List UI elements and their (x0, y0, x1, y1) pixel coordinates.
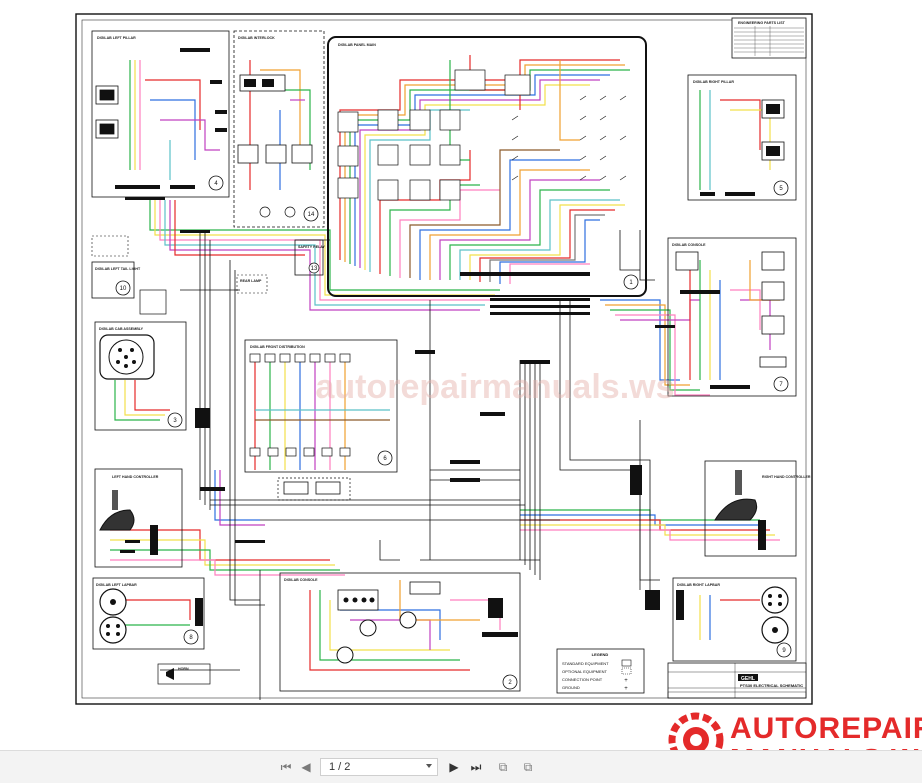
pdf-toolbar: ⏮ ◀ 1 / 2 ▶ ⏭ ⧉ ⧉ (0, 750, 922, 783)
panel-13-title: SAFETY RELAY (298, 245, 326, 249)
panel-6-number: 6 (383, 456, 387, 462)
parts-list-title: ENGINEERING PARTS LIST (738, 21, 786, 25)
right-controller-label: RIGHT HAND CONTROLLER (762, 475, 811, 479)
horn-label: HORN (178, 667, 189, 671)
title-block: GEHL PTS30 ELECTRICAL SCHEMATIC (667, 662, 807, 699)
fit-page-icon: ⧉ (523, 759, 533, 774)
panel-6-title: DIGILAB FRONT DISTRIBUTION (250, 345, 305, 349)
panel-7: DIGILAB CONSOLE 7 (667, 237, 797, 397)
rear-lamp-label: REAR LAMP (240, 279, 262, 283)
previous-page-icon: ◀ (301, 760, 311, 774)
panel-10-title: DIGILAB LEFT TAIL LIGHT (95, 267, 141, 271)
relay-box (139, 289, 167, 315)
panel-4-title: DIGILAB LEFT PILLAR (97, 36, 136, 40)
wire-bundles (110, 55, 780, 671)
fit-page-button[interactable]: ⧉ (520, 759, 536, 775)
schematic-sheet: ENGINEERING PARTS LIST (75, 13, 813, 705)
legend-item-connection: CONNECTION POINT (562, 677, 603, 682)
svg-text:+: + (624, 678, 628, 684)
panel-8: DIGILAB LEFT LAPBAR 8 (92, 577, 205, 650)
fuse-block (277, 477, 351, 501)
page-selector[interactable]: 1 / 2 (320, 758, 438, 776)
panel-10: DIGILAB LEFT TAIL LIGHT 10 (91, 235, 141, 299)
panel-5-number: 5 (779, 186, 783, 192)
legend: LEGEND STANDARD EQUIPMENT OPTIONAL EQUIP… (556, 648, 645, 694)
inner-frame (81, 19, 807, 699)
chevron-down-icon (426, 764, 432, 768)
panel-13: SAFETY RELAY 13 (294, 239, 326, 276)
panel-1: DIGILAB PANEL MAIN 1 (327, 36, 647, 315)
connector-strips (125, 197, 675, 618)
engineering-parts-list: ENGINEERING PARTS LIST (731, 17, 807, 59)
panel-7-title: DIGILAB CONSOLE (672, 243, 706, 247)
panel-9-title: DIGILAB RIGHT LAPBAR (677, 583, 720, 587)
panel-6: DIGILAB FRONT DISTRIBUTION 6 (244, 339, 398, 473)
watermark-line-1: AUTOREPAIR (730, 712, 922, 745)
fit-width-button[interactable]: ⧉ (495, 759, 511, 775)
panel-7-number: 7 (779, 382, 783, 388)
legend-item-optional: OPTIONAL EQUIPMENT (562, 669, 608, 674)
right-hand-controller: RIGHT HAND CONTROLLER (704, 460, 811, 557)
panel-3-title: DIGILAB CAB ASSEMBLY (99, 327, 144, 331)
next-page-button[interactable]: ▶ (446, 759, 462, 775)
svg-text:+: + (624, 686, 628, 692)
panel-13-number: 13 (311, 266, 318, 272)
legend-item-standard: STANDARD EQUIPMENT (562, 661, 609, 666)
panel-9-number: 9 (782, 648, 786, 654)
left-controller-label: LEFT HAND CONTROLLER (112, 475, 159, 479)
fit-width-icon: ⧉ (498, 759, 508, 774)
panel-5: DIGILAB RIGHT PILLAR 5 (687, 74, 797, 201)
first-page-icon: ⏮ (280, 759, 292, 774)
company-logo: GEHL (741, 676, 755, 682)
panel-14: DIGILAB INTERLOCK 14 (233, 30, 325, 228)
legend-item-ground: GROUND (562, 685, 580, 690)
panel-8-number: 8 (189, 635, 193, 641)
previous-page-button[interactable]: ◀ (298, 759, 314, 775)
panel-4-number: 4 (214, 181, 218, 187)
panel-2-number: 2 (508, 680, 512, 686)
horn: HORN (157, 663, 211, 685)
panel-9: DIGILAB RIGHT LAPBAR 9 (672, 577, 797, 662)
panel-10-number: 10 (120, 286, 127, 292)
page-indicator: 1 / 2 (329, 761, 351, 773)
last-page-icon: ⏭ (470, 759, 482, 774)
panel-1-number: 1 (629, 280, 633, 286)
left-hand-controller: LEFT HAND CONTROLLER (94, 468, 183, 568)
last-page-button[interactable]: ⏭ (468, 759, 484, 775)
center-watermark: autorepairmanuals.ws (315, 368, 674, 406)
panel-5-title: DIGILAB RIGHT PILLAR (693, 80, 734, 84)
drawing-title: PTS30 ELECTRICAL SCHEMATIC (740, 683, 803, 688)
panel-3-number: 3 (173, 418, 177, 424)
next-page-icon: ▶ (449, 760, 459, 774)
panel-2: DIGILAB CONSOLE 2 (279, 572, 521, 692)
panel-14-title: DIGILAB INTERLOCK (238, 36, 275, 40)
panel-1-title: DIGILAB PANEL MAIN (338, 43, 376, 47)
panel-2-title: DIGILAB CONSOLE (284, 578, 318, 582)
legend-title: LEGEND (592, 652, 609, 657)
panel-3: DIGILAB CAB ASSEMBLY 3 (94, 321, 187, 431)
rear-lamp: REAR LAMP (236, 274, 268, 294)
panel-14-number: 14 (308, 212, 315, 218)
first-page-button[interactable]: ⏮ (278, 759, 294, 775)
panel-8-title: DIGILAB LEFT LAPBAR (96, 583, 137, 587)
